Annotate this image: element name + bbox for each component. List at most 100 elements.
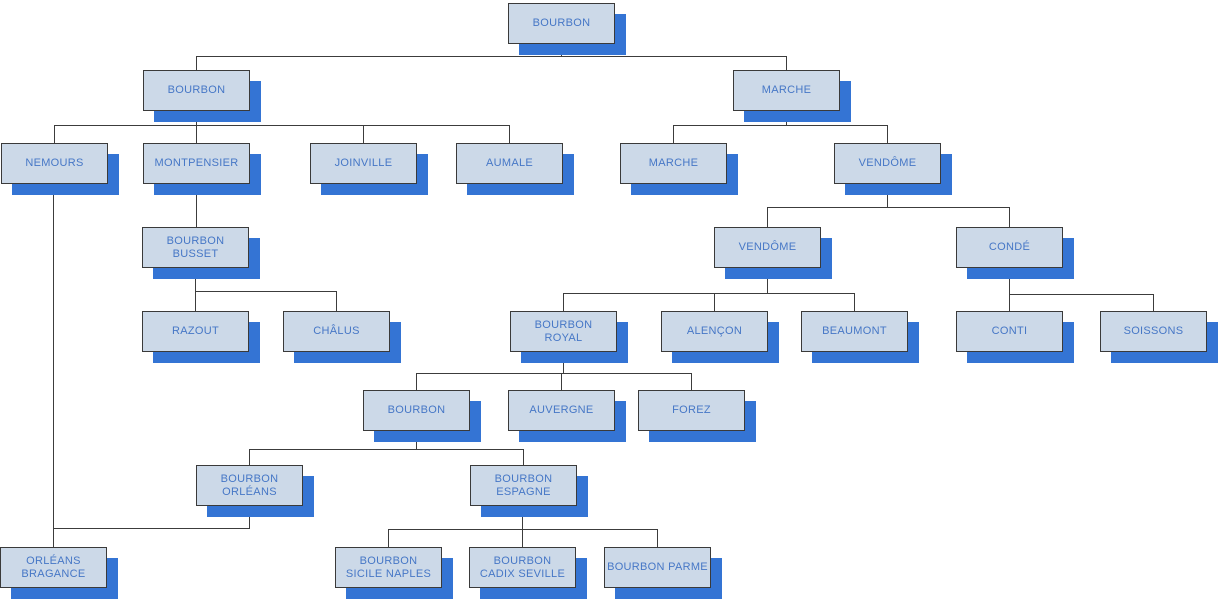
connector [363, 125, 364, 143]
connector [786, 56, 787, 70]
connector [673, 125, 674, 143]
node-label: BEAUMONT [822, 325, 887, 337]
connector [887, 184, 888, 207]
node-label: VENDÔME [738, 241, 797, 253]
node-label: VENDÔME [858, 157, 917, 169]
connector [416, 431, 417, 449]
connector [673, 125, 887, 126]
node-label: BOURBON BUSSET [166, 234, 225, 260]
connector [53, 528, 250, 529]
node-bourbon-l5[interactable]: BOURBON [363, 390, 470, 431]
node-label: JOINVILLE [334, 157, 393, 169]
node-label: CONTI [991, 325, 1028, 337]
node-aumale[interactable]: AUMALE [456, 143, 563, 184]
connector [563, 293, 564, 311]
node-marche-l1[interactable]: MARCHE [733, 70, 840, 111]
connector [561, 44, 562, 56]
connector [416, 373, 417, 390]
connector [714, 293, 715, 311]
node-orleans-bragance[interactable]: ORLÉANS BRAGANCE [0, 547, 107, 588]
node-label: MARCHE [648, 157, 699, 169]
node-bourbon-l1[interactable]: BOURBON [143, 70, 250, 111]
node-label: BOURBON PARME [607, 561, 708, 573]
connector [1009, 268, 1010, 311]
connector [249, 449, 523, 450]
node-label: AUMALE [485, 157, 534, 169]
node-label: ORLÉANS BRAGANCE [21, 554, 86, 580]
connector [388, 529, 657, 530]
connector [196, 184, 197, 227]
node-label: BOURBON ESPAGNE [494, 472, 553, 498]
node-beaumont[interactable]: BEAUMONT [801, 311, 908, 352]
node-soissons[interactable]: SOISSONS [1100, 311, 1207, 352]
node-auvergne[interactable]: AUVERGNE [508, 390, 615, 431]
connector [249, 449, 250, 465]
node-conti[interactable]: CONTI [956, 311, 1063, 352]
node-forez[interactable]: FOREZ [638, 390, 745, 431]
node-bourbon-parme[interactable]: BOURBON PARME [604, 547, 711, 588]
connector [563, 352, 564, 373]
node-marche-l2[interactable]: MARCHE [620, 143, 727, 184]
connector [691, 373, 692, 390]
connector [53, 184, 54, 547]
connector [54, 125, 509, 126]
node-nemours[interactable]: NEMOURS [1, 143, 108, 184]
connector [523, 449, 524, 465]
connector [249, 506, 250, 528]
node-bourbon-royal[interactable]: BOURBON ROYAL [510, 311, 617, 352]
node-label: BOURBON SICILE NAPLES [345, 554, 432, 580]
connector [196, 56, 786, 57]
connector [509, 125, 510, 143]
connector [561, 373, 562, 390]
connector [196, 125, 197, 143]
node-montpensier[interactable]: MONTPENSIER [143, 143, 250, 184]
node-joinville[interactable]: JOINVILLE [310, 143, 417, 184]
connector [54, 125, 55, 143]
connector [786, 111, 787, 125]
node-label: BOURBON [532, 17, 591, 29]
connector [657, 529, 658, 547]
connector [1009, 294, 1153, 295]
node-label: SOISSONS [1123, 325, 1184, 337]
connector [887, 125, 888, 143]
node-label: BOURBON CADIX SEVILLE [479, 554, 566, 580]
node-alencon[interactable]: ALENÇON [661, 311, 768, 352]
connector [1153, 294, 1154, 311]
node-label: NEMOURS [25, 157, 84, 169]
connector [388, 529, 389, 547]
node-label: FOREZ [672, 404, 711, 416]
node-label: MONTPENSIER [154, 157, 239, 169]
node-label: BOURBON ROYAL [534, 318, 593, 344]
connector [563, 293, 854, 294]
node-conde[interactable]: CONDÉ [956, 227, 1063, 268]
connector [767, 207, 1009, 208]
node-razout[interactable]: RAZOUT [142, 311, 249, 352]
connector [195, 268, 196, 311]
node-bourbon-orleans[interactable]: BOURBON ORLÉANS [196, 465, 303, 506]
connector [767, 207, 768, 227]
node-bourbon-sicile-naples[interactable]: BOURBON SICILE NAPLES [335, 547, 442, 588]
node-bourbon-espagne[interactable]: BOURBON ESPAGNE [470, 465, 577, 506]
connector [195, 291, 336, 292]
node-label: CONDÉ [988, 241, 1031, 253]
node-vendome-l3[interactable]: VENDÔME [714, 227, 821, 268]
node-chalus[interactable]: CHÂLUS [283, 311, 390, 352]
connector [336, 291, 337, 311]
node-bourbon-root[interactable]: BOURBON [508, 3, 615, 44]
connector [767, 268, 768, 293]
node-label: BOURBON [167, 84, 226, 96]
node-bourbon-busset[interactable]: BOURBON BUSSET [142, 227, 249, 268]
node-label: BOURBON ORLÉANS [220, 472, 279, 498]
node-bourbon-cadix-seville[interactable]: BOURBON CADIX SEVILLE [469, 547, 576, 588]
connector [522, 506, 523, 547]
connector [196, 56, 197, 70]
node-label: MARCHE [761, 84, 812, 96]
connector [416, 373, 691, 374]
node-vendome-l2[interactable]: VENDÔME [834, 143, 941, 184]
connector [1009, 207, 1010, 227]
node-label: AUVERGNE [529, 404, 594, 416]
connector [196, 111, 197, 125]
node-label: BOURBON [387, 404, 446, 416]
connector [854, 293, 855, 311]
